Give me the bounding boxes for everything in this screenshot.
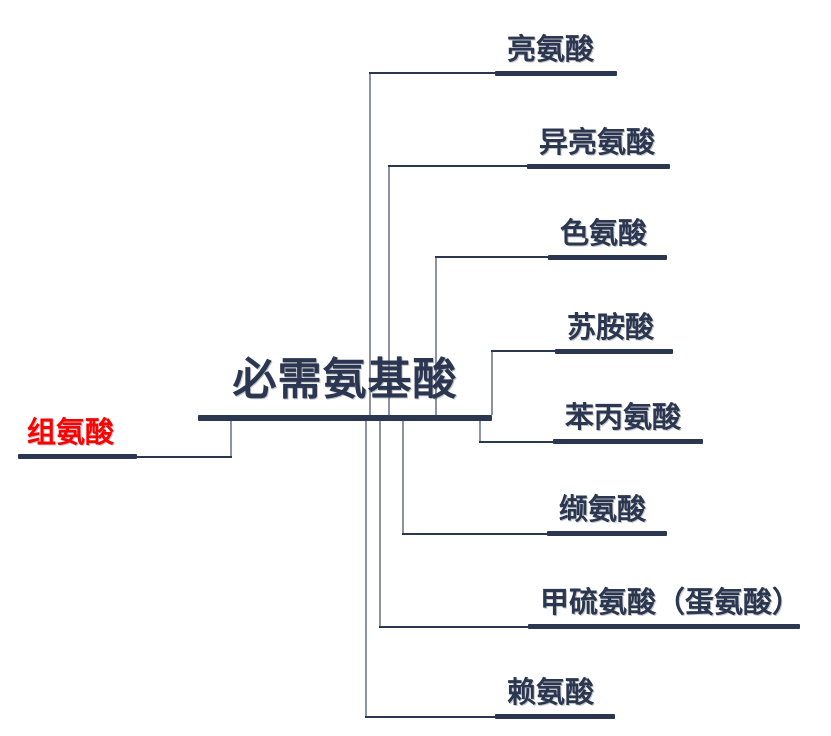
connector-horizontal-lysine	[365, 716, 495, 718]
node-valine-underline	[547, 531, 667, 536]
node-histidine-underline	[18, 454, 137, 459]
node-phenylalanine-label: 苯丙氨酸	[565, 402, 682, 434]
connector-vertical-tryptophan	[435, 256, 437, 415]
connector-horizontal-methionine	[379, 626, 528, 628]
connector-vertical-valine	[402, 421, 404, 535]
node-isoleucine-label: 异亮氨酸	[539, 127, 656, 159]
node-histidine[interactable]: 组氨酸	[18, 412, 137, 459]
node-threonine-underline	[555, 349, 673, 354]
connector-horizontal-valine	[402, 533, 547, 535]
node-threonine[interactable]: 苏胺酸	[555, 307, 673, 354]
node-leucine-underline	[495, 71, 617, 76]
node-tryptophan-label: 色氨酸	[560, 218, 648, 250]
node-isoleucine-underline	[527, 164, 670, 169]
connector-vertical-methionine	[379, 421, 381, 628]
connector-vertical-leucine	[369, 72, 371, 415]
connector-horizontal-isoleucine	[388, 165, 527, 167]
node-methionine-underline	[528, 624, 800, 629]
connector-horizontal-threonine	[491, 350, 555, 352]
connector-horizontal-leucine	[369, 72, 495, 74]
connector-horizontal-histidine	[137, 456, 232, 458]
connector-vertical-histidine	[230, 421, 232, 458]
node-histidine-label: 组氨酸	[27, 417, 115, 449]
root-node-essential-amino-acids[interactable]: 必需氨基酸	[198, 345, 492, 421]
connector-vertical-phenylalanine	[479, 421, 481, 443]
node-valine[interactable]: 缬氨酸	[547, 489, 667, 536]
node-isoleucine[interactable]: 异亮氨酸	[527, 122, 670, 169]
node-leucine[interactable]: 亮氨酸	[495, 29, 617, 76]
root-node-underline	[198, 415, 492, 421]
node-methionine[interactable]: 甲硫氨酸（蛋氨酸）	[528, 582, 802, 629]
connector-horizontal-tryptophan	[435, 256, 548, 258]
node-tryptophan-underline	[548, 255, 667, 260]
connector-vertical-isoleucine	[388, 165, 390, 415]
node-leucine-label: 亮氨酸	[507, 34, 595, 66]
node-phenylalanine-underline	[553, 439, 703, 444]
connector-vertical-lysine	[365, 421, 367, 718]
root-node-label: 必需氨基酸	[232, 355, 458, 404]
node-methionine-label: 甲硫氨酸（蛋氨酸）	[540, 587, 802, 619]
node-lysine-underline	[495, 714, 615, 719]
node-lysine[interactable]: 赖氨酸	[495, 672, 615, 719]
node-phenylalanine[interactable]: 苯丙氨酸	[553, 397, 703, 444]
node-tryptophan[interactable]: 色氨酸	[548, 213, 667, 260]
node-valine-label: 缬氨酸	[559, 494, 647, 526]
node-lysine-label: 赖氨酸	[507, 677, 595, 709]
node-threonine-label: 苏胺酸	[567, 312, 655, 344]
connector-vertical-threonine	[491, 350, 493, 415]
connector-horizontal-phenylalanine	[479, 441, 553, 443]
